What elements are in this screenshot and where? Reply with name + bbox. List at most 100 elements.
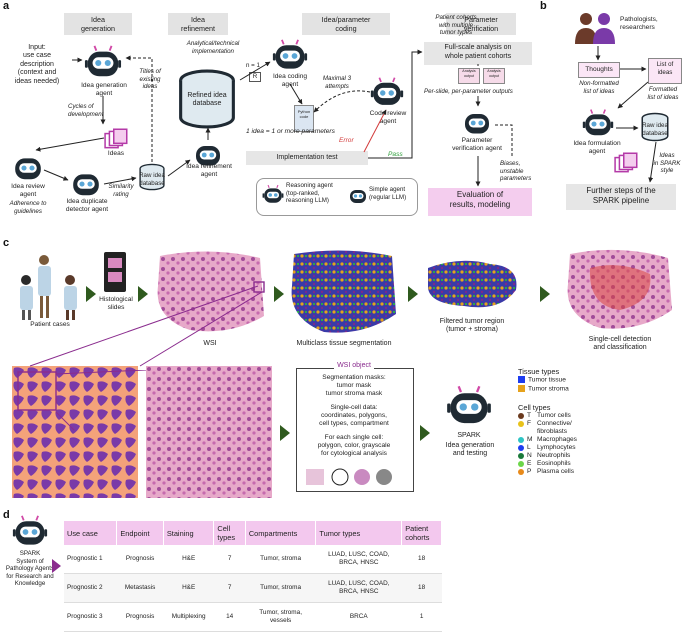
cell-type-dot xyxy=(518,461,524,468)
table-cell: H&E xyxy=(163,573,214,603)
cell-type-label: Eosinophils xyxy=(537,460,571,468)
verification-agent-label: Parameter verification agent xyxy=(452,137,502,152)
implementation-test-box: Implementation test xyxy=(246,151,368,165)
filtered-label: Filtered tumor region (tumor + stroma) xyxy=(439,318,505,334)
pathologists-label: Pathologists, researchers xyxy=(620,16,658,31)
spark-robot-icon-d xyxy=(12,514,48,550)
cell-type-label: Connective/ fibroblasts xyxy=(537,420,572,436)
spark-full-name: SPARK System of Pathology Agents for Res… xyxy=(5,550,55,588)
tissue-zoom-2 xyxy=(146,366,272,498)
table-header-cell: Staining xyxy=(163,521,215,545)
input-text: Input: use case description (context and… xyxy=(14,44,60,85)
list-of-ideas-box: List of ideas xyxy=(648,58,682,84)
header-idea-refinement: Idea refinement xyxy=(168,13,228,35)
zoom-lines-2 xyxy=(55,370,147,430)
spark-subtitle: Idea generation and testing xyxy=(445,442,495,458)
filtered-image xyxy=(428,260,517,308)
table-cell: 7 xyxy=(213,545,246,574)
for-each-text: For each single cell: polygon, color, gr… xyxy=(317,434,391,457)
tissue-type-item: Tumor stroma xyxy=(518,384,678,393)
panel-label-c: c xyxy=(3,237,10,249)
zoom-lines xyxy=(29,285,263,367)
ideas-label: Ideas xyxy=(107,150,125,157)
table-cell: 7 xyxy=(213,573,246,603)
cycles-text: Cycles of development xyxy=(68,103,104,118)
cell-type-item: F Connective/ fibroblasts xyxy=(518,420,678,436)
table-cell: Prognostic 1 xyxy=(64,545,117,574)
table-cell: Tumor, stroma, vessels xyxy=(245,602,316,632)
single-cell-data-text: Single-cell data: coordinates, polygons,… xyxy=(319,404,389,427)
patient-cases-label: Patient cases xyxy=(30,321,70,328)
panel-label-a: a xyxy=(3,0,10,12)
cell-type-dot xyxy=(518,453,524,460)
formulation-agent-label: Idea formulation agent xyxy=(573,140,621,155)
per-slide-text: Per-slide, per-parameter outputs xyxy=(424,88,513,95)
cell-type-dot xyxy=(518,445,524,452)
spark-robot-icon xyxy=(446,384,492,430)
cell-type-code: F xyxy=(527,420,532,428)
seg-masks-text: Segmentation masks: tumor mask tumor str… xyxy=(322,374,386,397)
table-cell: Multiplexing xyxy=(163,602,214,632)
analytical-text: Analytical/technical implementation xyxy=(186,40,240,55)
table-pointer-icon xyxy=(52,559,61,573)
cell-type-code: M xyxy=(527,436,533,444)
evaluation-box: Evaluation of results, modeling xyxy=(428,188,532,216)
table-cell: Tumor, stroma xyxy=(245,573,316,603)
table-cell: Metastasis xyxy=(116,573,164,603)
panel-c-flow-arrows xyxy=(86,286,550,302)
cell-type-dot xyxy=(518,437,524,444)
table-header-cell: Cell types xyxy=(213,521,246,545)
maximal-text: Maximal 3 attempts xyxy=(322,75,352,90)
cell-type-label: Lymphocytes xyxy=(537,444,576,452)
adherence-text: Adherence to guidelines xyxy=(9,200,47,215)
table-cell: Prognostic 3 xyxy=(64,602,117,632)
header-parameter-verification: Parameter verification xyxy=(446,13,516,35)
table-cell: 18 xyxy=(401,545,442,574)
panel-label-b: b xyxy=(540,0,547,12)
error-text: Error xyxy=(339,137,354,144)
tissue-swatch xyxy=(518,384,525,392)
r-box: R xyxy=(249,72,261,82)
table-header-cell: Compartments xyxy=(245,521,317,545)
histological-slides-label: Histological slides xyxy=(99,296,133,311)
slides-icon xyxy=(104,252,126,292)
table-cell: H&E xyxy=(163,545,214,574)
table-cell: LUAD, LUSC, COAD, BRCA, HNSC xyxy=(315,545,402,574)
singlecell-image xyxy=(567,249,672,329)
legend-simple-label: Simple agent (regular LLM) xyxy=(369,186,407,201)
cell-type-code: P xyxy=(527,468,532,476)
tissue-type-label: Tumor tissue xyxy=(528,376,566,384)
panel-a-arrows xyxy=(35,49,513,187)
cell-type-label: Macrophages xyxy=(537,436,577,444)
panel-b-arrows xyxy=(595,46,657,183)
table-cell: LUAD, LUSC, COAD, BRCA, HNSC xyxy=(315,573,402,603)
biases-text: Biases, unstable parameters xyxy=(500,160,532,183)
spark-style-text: Ideas in SPARK style xyxy=(653,152,681,175)
cell-type-item: T Tumor cells xyxy=(518,412,678,420)
n1-text: n = 1 xyxy=(246,62,260,69)
cell-type-label: Tumor cells xyxy=(537,412,571,420)
table-header-cell: Tumor types xyxy=(315,521,403,545)
table-header-cell: Endpoint xyxy=(116,521,164,545)
spark-title: SPARK xyxy=(457,432,481,439)
cell-type-dot xyxy=(518,421,524,428)
non-formatted-text: Non-formatted list of ideas xyxy=(579,80,619,95)
cell-type-label: Plasma cells xyxy=(537,468,575,476)
analysis-output-box-1: Analysis output xyxy=(458,68,480,84)
titles-existing-text: Titles of existing ideas xyxy=(139,68,161,91)
table-cell: 18 xyxy=(401,573,442,603)
arrow-to-spark xyxy=(420,425,430,441)
thoughts-box: Thoughts xyxy=(578,62,620,78)
table-cell: BRCA xyxy=(315,602,402,632)
panel-b-raw-db-label: Raw idea database xyxy=(642,122,668,137)
cell-types-title: Cell types xyxy=(518,403,551,412)
cell-type-code: T xyxy=(527,412,532,420)
panel-label-d: d xyxy=(3,509,10,521)
table-cell: Prognosis xyxy=(116,545,164,574)
